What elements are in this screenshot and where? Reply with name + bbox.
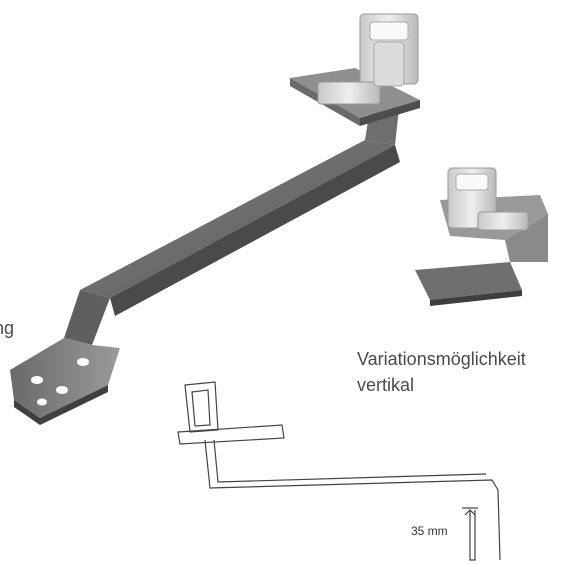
variation-bracket-illustration — [415, 167, 548, 306]
base-plate — [10, 338, 120, 425]
variation-caption: Variationsmöglichkeit vertikal — [357, 346, 526, 398]
bracket-arm — [64, 96, 400, 345]
cropped-caption-text: ng — [0, 318, 15, 338]
variation-caption-line2: vertikal — [357, 375, 415, 395]
module-clip — [317, 13, 419, 105]
technical-drawing — [177, 381, 501, 561]
dimension-label: 35 mm — [411, 524, 448, 538]
variation-caption-line1: Variationsmöglichkeit — [357, 349, 526, 369]
